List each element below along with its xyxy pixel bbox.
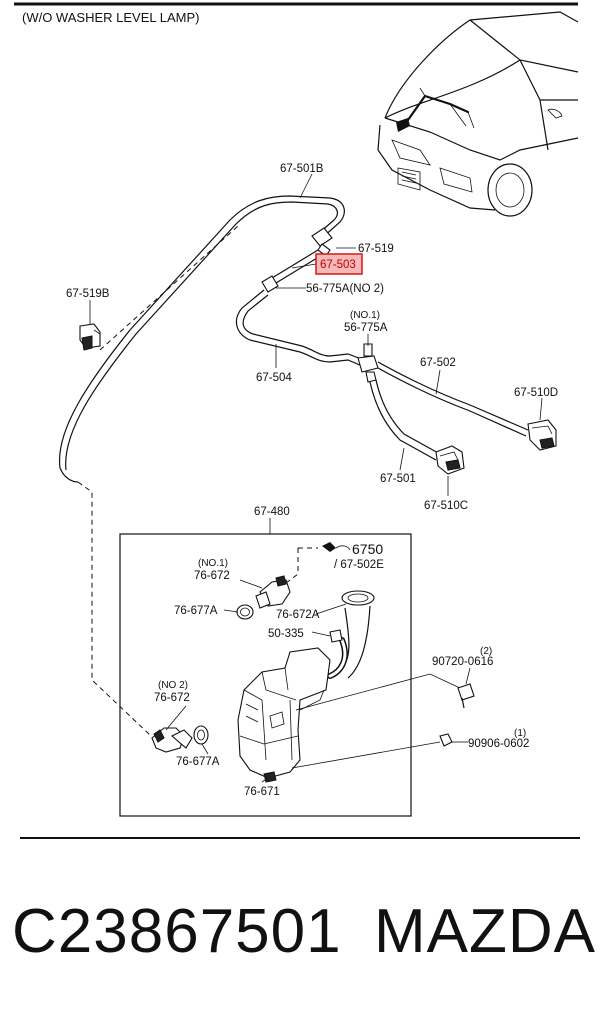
label-no1-b: (NO.1) <box>198 558 228 569</box>
label-67-501B: 67-501B <box>280 163 324 175</box>
diagram-header: (W/O WASHER LEVEL LAMP) <box>22 10 199 25</box>
label-67-519: 67-519 <box>358 243 394 255</box>
label-56-775A: 56-775A <box>344 322 388 334</box>
label-67-503: 67-503 <box>320 259 356 271</box>
label-76-671: 76-671 <box>244 786 280 798</box>
label-50-335: 50-335 <box>268 628 304 640</box>
car-illustration <box>377 11 579 217</box>
label-67-502E: / 67-502E <box>334 559 384 571</box>
label-67-504: 67-504 <box>256 372 292 384</box>
label-67-501: 67-501 <box>380 473 416 485</box>
tank-assembly-frame <box>119 533 412 817</box>
highlight-67-503-box <box>315 253 363 275</box>
label-no1-a: (NO.1) <box>350 310 380 321</box>
label-56-775A-no2: 56-775A(NO 2) <box>306 283 384 295</box>
label-76-677A-b: 76-677A <box>176 756 220 768</box>
nozzle-67-510D <box>527 419 557 451</box>
bolt-90720-0616 <box>457 667 475 709</box>
label-no2: (NO 2) <box>158 680 188 691</box>
label-67-519B: 67-519B <box>66 288 110 300</box>
label-67-510C: 67-510C <box>424 500 468 512</box>
clip-67-519B <box>79 323 101 351</box>
label-76-672A: 76-672A <box>276 609 320 621</box>
label-67-480: 67-480 <box>254 506 290 518</box>
label-90720-0616: 90720-0616 <box>432 656 493 668</box>
label-76-672-b: 76-672 <box>154 692 190 704</box>
label-90906-0602: 90906-0602 <box>468 738 529 750</box>
tank-assembly <box>151 542 461 783</box>
nozzle-67-510C <box>435 445 465 475</box>
label-6750: 6750 <box>352 541 383 557</box>
label-qty1: (1) <box>514 728 526 739</box>
leader-lines-upper <box>89 173 543 496</box>
footer-part-number: C23867501 <box>12 897 342 966</box>
label-qty2: (2) <box>480 646 492 657</box>
footer-brand: MAZDA <box>374 897 596 966</box>
label-67-502: 67-502 <box>420 357 456 369</box>
hose-assembly <box>58 195 529 736</box>
label-76-677A-a: 76-677A <box>174 605 218 617</box>
label-76-672-a: 76-672 <box>194 570 230 582</box>
label-67-510D: 67-510D <box>514 387 558 399</box>
nut-90906-0602 <box>439 733 468 747</box>
